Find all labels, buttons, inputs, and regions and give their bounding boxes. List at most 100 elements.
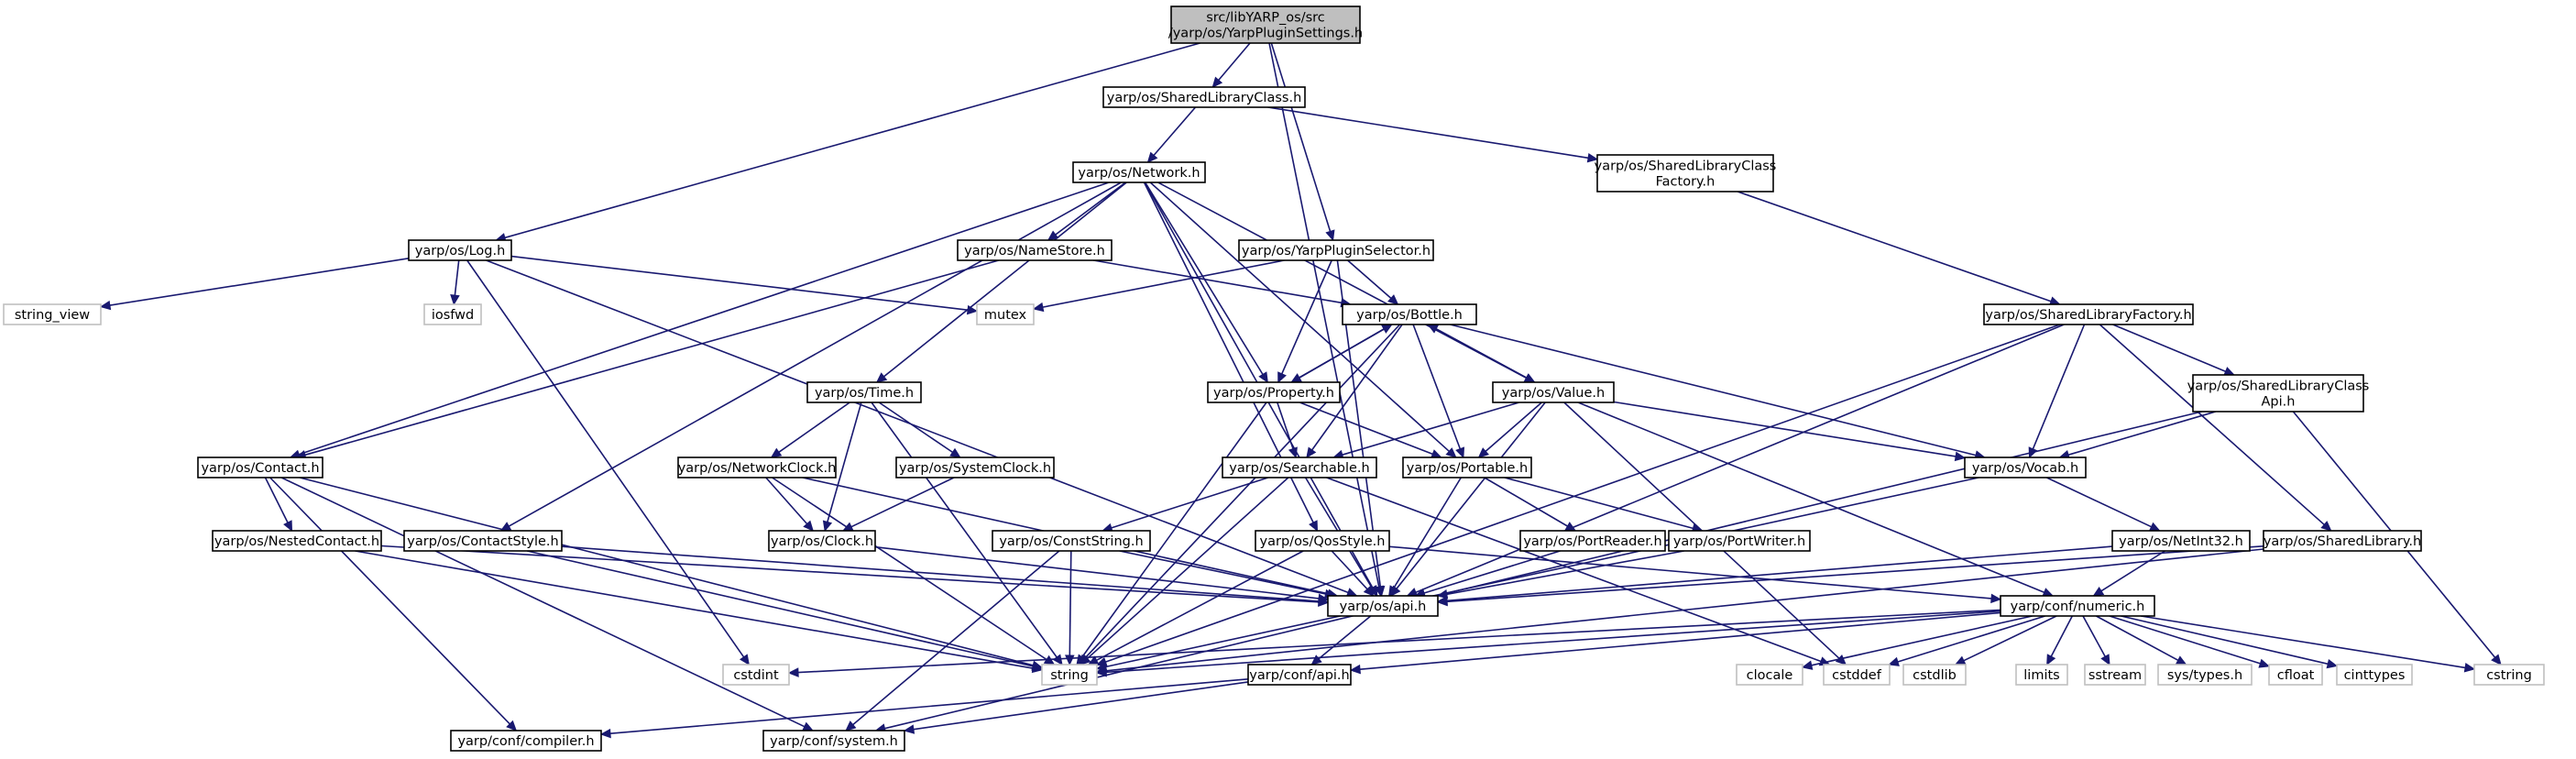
node-label: sstream	[2088, 668, 2142, 683]
node-iosfwd: iosfwd	[423, 303, 482, 325]
node-system[interactable]: yarp/conf/system.h	[762, 730, 905, 752]
edge-confapi-to-compiler	[599, 678, 1249, 739]
node-Searchable[interactable]: yarp/os/Searchable.h	[1222, 456, 1377, 478]
node-label: /yarp/os/YarpPluginSettings.h	[1168, 27, 1363, 41]
node-string_view: string_view	[3, 303, 102, 325]
arrowhead	[1065, 654, 1075, 666]
edge-QosStyle-to-numeric	[1388, 545, 2002, 604]
node-NameStore[interactable]: yarp/os/NameStore.h	[957, 239, 1113, 261]
edge-NameStore-to-Bottle	[1093, 259, 1352, 308]
node-YarpPluginSelector[interactable]: yarp/os/YarpPluginSelector.h	[1238, 239, 1434, 261]
node-ConstString[interactable]: yarp/os/ConstString.h	[992, 530, 1151, 552]
node-box	[1519, 530, 1666, 552]
node-Time[interactable]: yarp/os/Time.h	[806, 381, 922, 403]
arrowhead	[1325, 229, 1335, 242]
node-box	[722, 664, 790, 686]
node-SystemClock[interactable]: yarp/os/SystemClock.h	[895, 456, 1055, 478]
edge-QosStyle-to-api	[1331, 550, 1375, 597]
arrowhead	[599, 728, 611, 739]
arrowhead	[283, 520, 293, 533]
node-NetInt32[interactable]: yarp/os/NetInt32.h	[2111, 530, 2251, 552]
node-label: yarp/os/NetInt32.h	[2119, 534, 2243, 549]
node-box	[2263, 530, 2422, 552]
arrowhead	[770, 447, 783, 458]
node-box	[677, 456, 837, 478]
node-Vocab[interactable]: yarp/os/Vocab.h	[1964, 456, 2087, 478]
edge-line	[264, 477, 289, 523]
node-PortReader[interactable]: yarp/os/PortReader.h	[1519, 530, 1666, 552]
edge-line	[1737, 191, 2052, 302]
arrowhead	[1032, 302, 1045, 313]
edge-line	[561, 545, 1320, 602]
edge-line	[1359, 611, 2001, 670]
edge-line	[765, 477, 808, 525]
edge-Property-to-Portable	[1299, 402, 1442, 459]
edge-Time-to-Clock	[822, 402, 862, 533]
node-confapi[interactable]: yarp/conf/api.h	[1247, 664, 1352, 686]
node-SharedLibraryFactory[interactable]: yarp/os/SharedLibraryFactory.h	[1983, 303, 2194, 325]
arrowhead	[1080, 654, 1091, 666]
node-label: yarp/os/ContactStyle.h	[407, 534, 558, 549]
node-compiler[interactable]: yarp/conf/compiler.h	[450, 730, 602, 752]
edge-SharedLibraryFactory-to-SharedLibraryClassApi	[2112, 324, 2236, 376]
arrowhead	[1047, 230, 1059, 241]
node-api[interactable]: yarp/os/api.h	[1327, 595, 1439, 617]
edge-NetworkClock-to-Clock	[765, 477, 814, 532]
edge-Value-to-Vocab	[1613, 401, 1967, 462]
node-box	[2268, 664, 2323, 686]
arrowhead	[99, 300, 112, 311]
arrowhead	[1445, 447, 1457, 458]
node-Property[interactable]: yarp/os/Property.h	[1207, 381, 1341, 403]
edge-Value-to-Searchable	[1332, 402, 1520, 460]
edge-Searchable-to-string	[1080, 477, 1289, 666]
node-Log[interactable]: yarp/os/Log.h	[408, 239, 512, 261]
node-cstdlib: cstdlib	[1902, 664, 1967, 686]
edge-line	[2121, 615, 2329, 666]
arrowhead	[1990, 593, 2002, 604]
arrowhead	[1349, 664, 1361, 675]
edge-line	[1326, 477, 1822, 663]
node-NestedContact[interactable]: yarp/os/NestedContact.h	[212, 530, 382, 552]
node-numeric[interactable]: yarp/conf/numeric.h	[2000, 595, 2155, 617]
edge-Network-to-Time	[875, 182, 1127, 383]
node-Portable[interactable]: yarp/os/Portable.h	[1402, 456, 1532, 478]
edge-SharedLibrary-to-api	[1436, 545, 2264, 607]
edge-YarpPluginSelector-to-mutex	[1032, 259, 1285, 313]
node-SharedLibraryClass[interactable]: yarp/os/SharedLibraryClass.h	[1102, 86, 1306, 108]
node-NetworkClock[interactable]: yarp/os/NetworkClock.h	[677, 456, 837, 478]
node-Bottle[interactable]: yarp/os/Bottle.h	[1342, 303, 1477, 325]
node-Contact[interactable]: yarp/os/Contact.h	[197, 456, 323, 478]
node-Value[interactable]: yarp/os/Value.h	[1492, 381, 1615, 403]
node-label: yarp/os/PortReader.h	[1523, 534, 1661, 549]
edge-Time-to-NetworkClock	[770, 402, 850, 458]
node-label: yarp/conf/api.h	[1249, 668, 1349, 683]
arrowhead	[1888, 656, 1900, 666]
arrowhead	[966, 304, 979, 315]
node-box	[1402, 456, 1532, 478]
node-SharedLibrary[interactable]: yarp/os/SharedLibrary.h	[2263, 530, 2422, 552]
node-label: limits	[2023, 668, 2059, 683]
node-box	[1247, 664, 1352, 686]
edge-YarpPluginSelector-to-Bottle	[1347, 259, 1399, 305]
node-label: cstdlib	[1913, 668, 1957, 683]
node-label: yarp/conf/compiler.h	[457, 734, 594, 749]
node-Clock[interactable]: yarp/os/Clock.h	[768, 530, 876, 552]
edge-Contact-to-compiler	[269, 477, 518, 732]
node-label: yarp/os/SharedLibrary.h	[2264, 534, 2421, 549]
node-label: yarp/os/SharedLibraryClass	[1595, 160, 1777, 174]
edge-line	[1393, 477, 1462, 588]
edge-api-to-confapi	[1310, 615, 1372, 666]
edge-numeric-to-cstddef	[1888, 615, 2045, 666]
edge-Log-to-cstdint	[466, 259, 750, 666]
node-ContactStyle[interactable]: yarp/os/ContactStyle.h	[403, 530, 563, 552]
arrowhead	[1835, 654, 1847, 666]
edge-line	[1897, 615, 2045, 663]
edge-numeric-to-clocale	[1801, 615, 2033, 670]
node-Network[interactable]: yarp/os/Network.h	[1072, 161, 1206, 183]
edge-line	[1299, 402, 1433, 456]
node-QosStyle[interactable]: yarp/os/QosStyle.h	[1255, 530, 1390, 552]
edge-line	[2096, 615, 2179, 662]
node-PortWriter[interactable]: yarp/os/PortWriter.h	[1668, 530, 1811, 552]
